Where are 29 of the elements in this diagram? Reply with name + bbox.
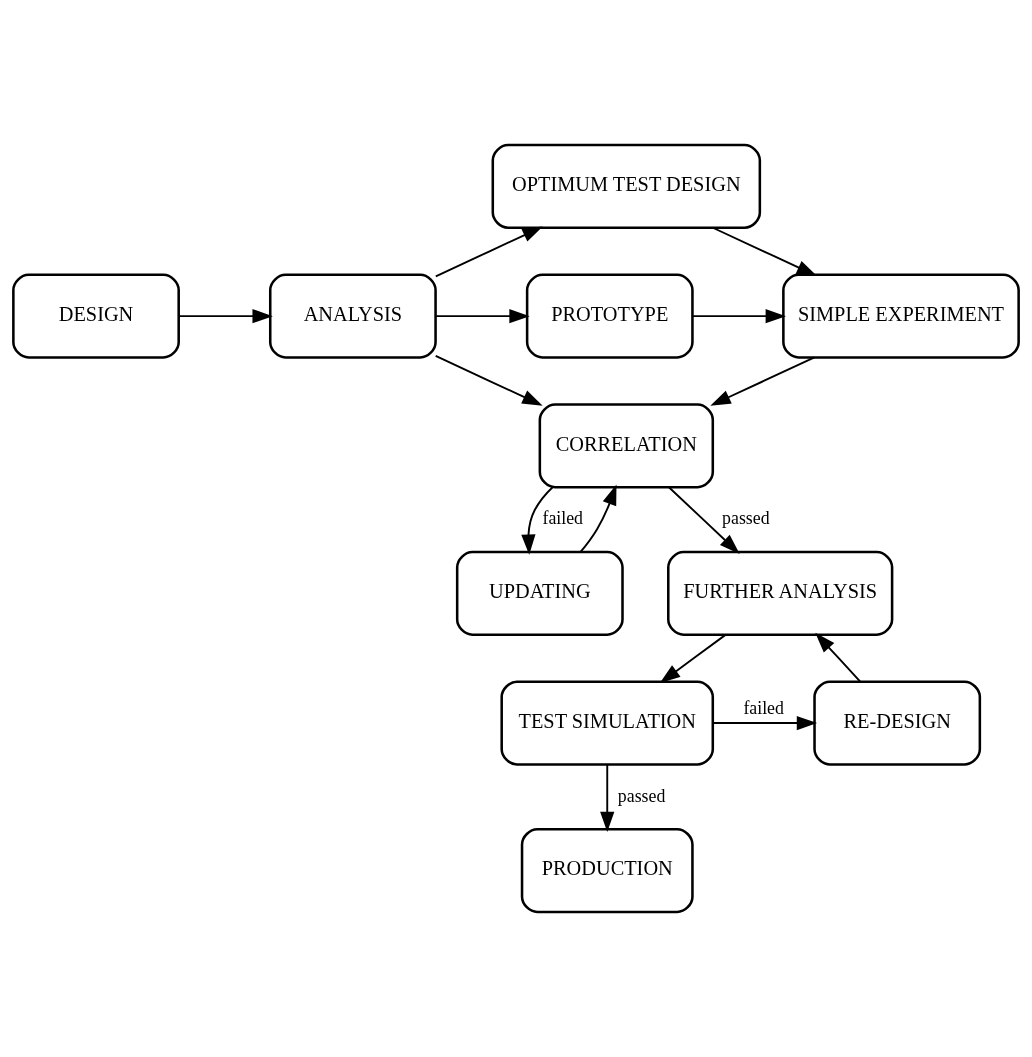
node-box: DESIGN (12, 273, 180, 359)
edge-label: failed (743, 698, 784, 719)
arrow (521, 486, 554, 555)
arrow (815, 632, 861, 683)
node-box: OPTIMUM TEST DESIGN (491, 143, 762, 229)
arrow (579, 484, 617, 553)
arrow (711, 226, 818, 276)
arrow (710, 356, 816, 406)
node-box: TEST SIMULATION (500, 680, 715, 766)
node-box: FURTHER ANALYSIS (667, 550, 894, 636)
edge-label: passed (722, 508, 770, 529)
node-box: CORRELATION (538, 403, 715, 489)
arrow (668, 486, 740, 554)
node-box: SIMPLE EXPERIMENT (782, 273, 1020, 359)
node-box: PROTOTYPE (525, 273, 694, 359)
arrow (691, 309, 786, 324)
arrow (434, 354, 543, 406)
arrow (712, 715, 818, 731)
arrow (659, 633, 727, 684)
arrow (600, 763, 615, 833)
arrow (434, 226, 543, 278)
node-box: PRODUCTION (520, 828, 694, 914)
node-box: RE-DESIGN (813, 680, 982, 766)
arrow (177, 309, 273, 324)
arrow (434, 309, 530, 324)
node-box: ANALYSIS (269, 273, 437, 359)
node-box: UPDATING (455, 550, 624, 636)
edge-label: passed (617, 785, 666, 806)
edge-label: failed (542, 508, 583, 529)
